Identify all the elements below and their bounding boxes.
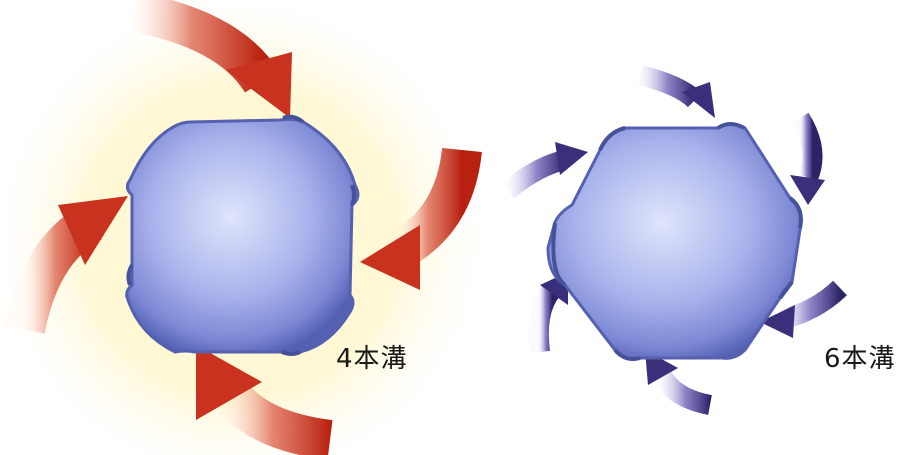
purple-arrow-2 bbox=[790, 112, 825, 205]
four-groove-diagram bbox=[5, 0, 482, 455]
red-arrow-right bbox=[360, 147, 482, 290]
six-groove-diagram bbox=[501, 65, 847, 415]
purple-arrow-1 bbox=[637, 65, 715, 118]
purple-arrow-3 bbox=[760, 280, 847, 338]
purple-arrow-6 bbox=[501, 142, 588, 198]
red-arrow-bottom bbox=[196, 345, 333, 455]
red-arrow-left bbox=[5, 196, 128, 335]
four-groove-label: 4本溝 bbox=[336, 344, 408, 374]
four-groove-rotor bbox=[125, 117, 360, 354]
six-groove-rotor bbox=[546, 122, 803, 361]
six-groove-label: 6本溝 bbox=[824, 344, 896, 374]
red-arrow-top bbox=[131, 0, 292, 118]
